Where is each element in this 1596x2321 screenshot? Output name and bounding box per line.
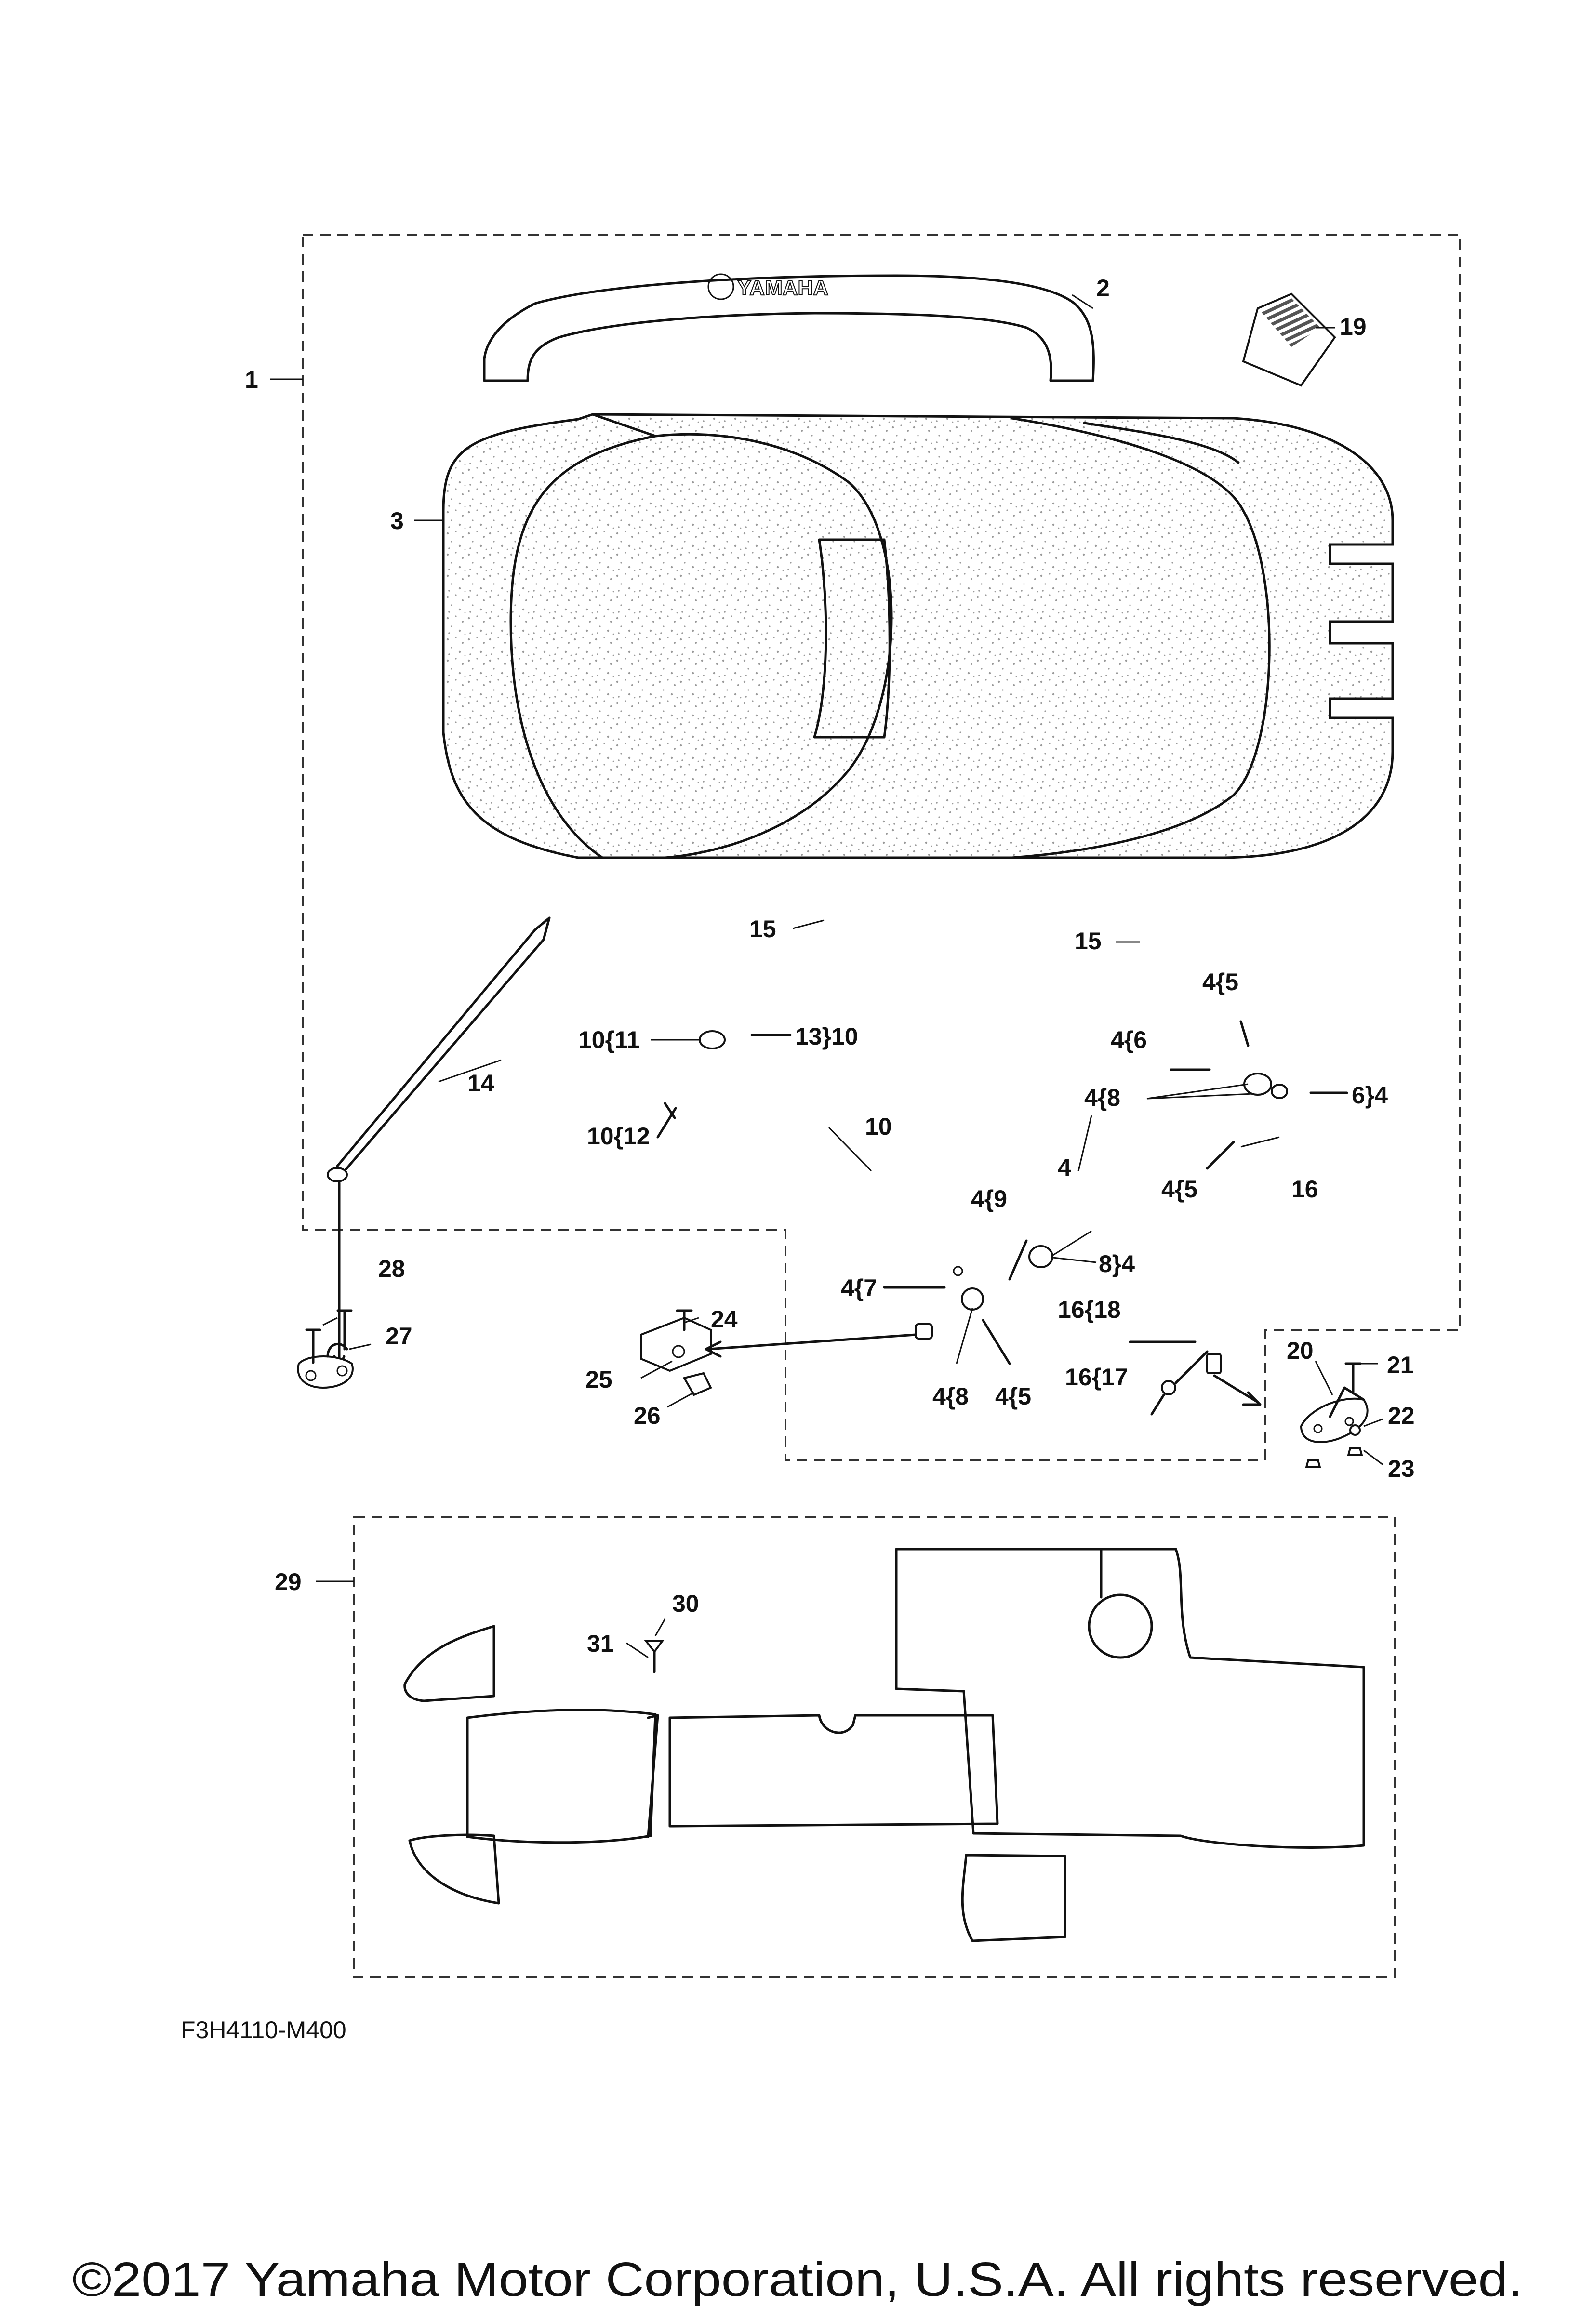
callout-10: 10	[865, 1113, 892, 1140]
part-22-washer	[1349, 1424, 1361, 1436]
callout-19: 19	[1340, 313, 1367, 340]
callout-4-7: 4{7	[841, 1274, 877, 1301]
callout-29: 29	[275, 1568, 302, 1595]
part-23-nut	[1347, 1447, 1363, 1456]
part-17-pin	[1150, 1350, 1209, 1416]
group-29-boundary	[353, 1516, 1396, 1978]
group-1-boundary	[302, 234, 1461, 1461]
callout-10-12: 10{12	[587, 1123, 650, 1150]
callout-6-4: 6}4	[1352, 1082, 1388, 1109]
callout-24: 24	[711, 1306, 738, 1333]
part-15-pole-left	[730, 886, 861, 1024]
part-4-pole	[915, 968, 1427, 1340]
callout-16: 16	[1291, 1176, 1318, 1203]
callout-21: 21	[1387, 1352, 1414, 1379]
callout-20: 20	[1287, 1337, 1314, 1364]
callout-15-left: 15	[749, 915, 776, 942]
part-30-fastener	[643, 1640, 665, 1673]
callout-4-9: 4{9	[971, 1185, 1007, 1212]
part-5-bolt-mid	[1206, 1141, 1235, 1170]
part-23-nut-2	[1305, 1459, 1321, 1468]
callout-2: 2	[1096, 275, 1110, 302]
part-8-bracket	[1243, 1073, 1272, 1096]
callout-1: 1	[245, 366, 258, 393]
part-27-mount	[297, 1342, 354, 1389]
part-28-screws	[305, 1309, 353, 1364]
callout-16-18: 16{18	[1058, 1296, 1121, 1323]
part-29-mat-set	[403, 1548, 1365, 1942]
callout-26: 26	[634, 1402, 661, 1429]
part-25-mount	[640, 1316, 712, 1372]
callout-4-6: 4{6	[1111, 1026, 1147, 1053]
part-5-bolt-bottom	[982, 1319, 1011, 1365]
callout-23: 23	[1388, 1455, 1415, 1482]
diagram-code: F3H4110-M400	[181, 2016, 346, 2043]
callout-10-11: 10{11	[578, 1026, 640, 1053]
part-12-bolt	[656, 1102, 677, 1139]
callout-8-4: 8}4	[1099, 1250, 1135, 1277]
callout-15-right: 15	[1075, 928, 1102, 955]
callout-27: 27	[386, 1323, 412, 1350]
callout-31: 31	[587, 1630, 614, 1657]
part-5-bolt-top	[1239, 1020, 1250, 1047]
copyright-notice: ©2017 Yamaha Motor Corporation, U.S.A. A…	[72, 2253, 1523, 2307]
connection-arrow-25	[707, 1333, 917, 1351]
callout-22: 22	[1388, 1402, 1415, 1429]
part-21-screw	[1344, 1362, 1362, 1394]
part-16-pole	[1206, 1101, 1282, 1406]
part-15-pole-right	[1132, 920, 1246, 1075]
callout-4-8-bottom: 4{8	[932, 1383, 969, 1410]
part-24-screw	[676, 1309, 693, 1331]
callout-4-8-top: 4{8	[1084, 1084, 1120, 1111]
part-19-decal	[1242, 292, 1336, 387]
part-10-pole	[551, 894, 963, 1276]
callout-labels: 1 2 19 3 15 15 14 10{11 13}10 10{12 10 4…	[245, 275, 1415, 1657]
yamaha-logo-text: YAMAHA	[737, 276, 828, 300]
callout-13-10: 13}10	[795, 1023, 858, 1050]
callout-14: 14	[467, 1070, 494, 1097]
part-26-knob	[682, 1372, 712, 1396]
callout-16-17: 16{17	[1065, 1364, 1128, 1391]
callout-4-5-top: 4{5	[1202, 968, 1238, 995]
leader-lines	[270, 294, 1383, 1658]
callout-3: 3	[390, 507, 404, 534]
part-14-strap	[327, 916, 551, 1370]
callout-4-5-bottom: 4{5	[995, 1383, 1031, 1410]
callout-30: 30	[672, 1590, 699, 1617]
part-3-seat-cover	[442, 413, 1394, 859]
part-9-bolt	[1008, 1239, 1028, 1281]
callout-4: 4	[1058, 1154, 1071, 1181]
callout-4-5-mid: 4{5	[1161, 1176, 1197, 1203]
part-11-bracket	[699, 1030, 726, 1049]
callout-28: 28	[378, 1255, 405, 1282]
part-2-handle: YAMAHA	[483, 273, 1095, 382]
callout-25: 25	[585, 1366, 612, 1393]
